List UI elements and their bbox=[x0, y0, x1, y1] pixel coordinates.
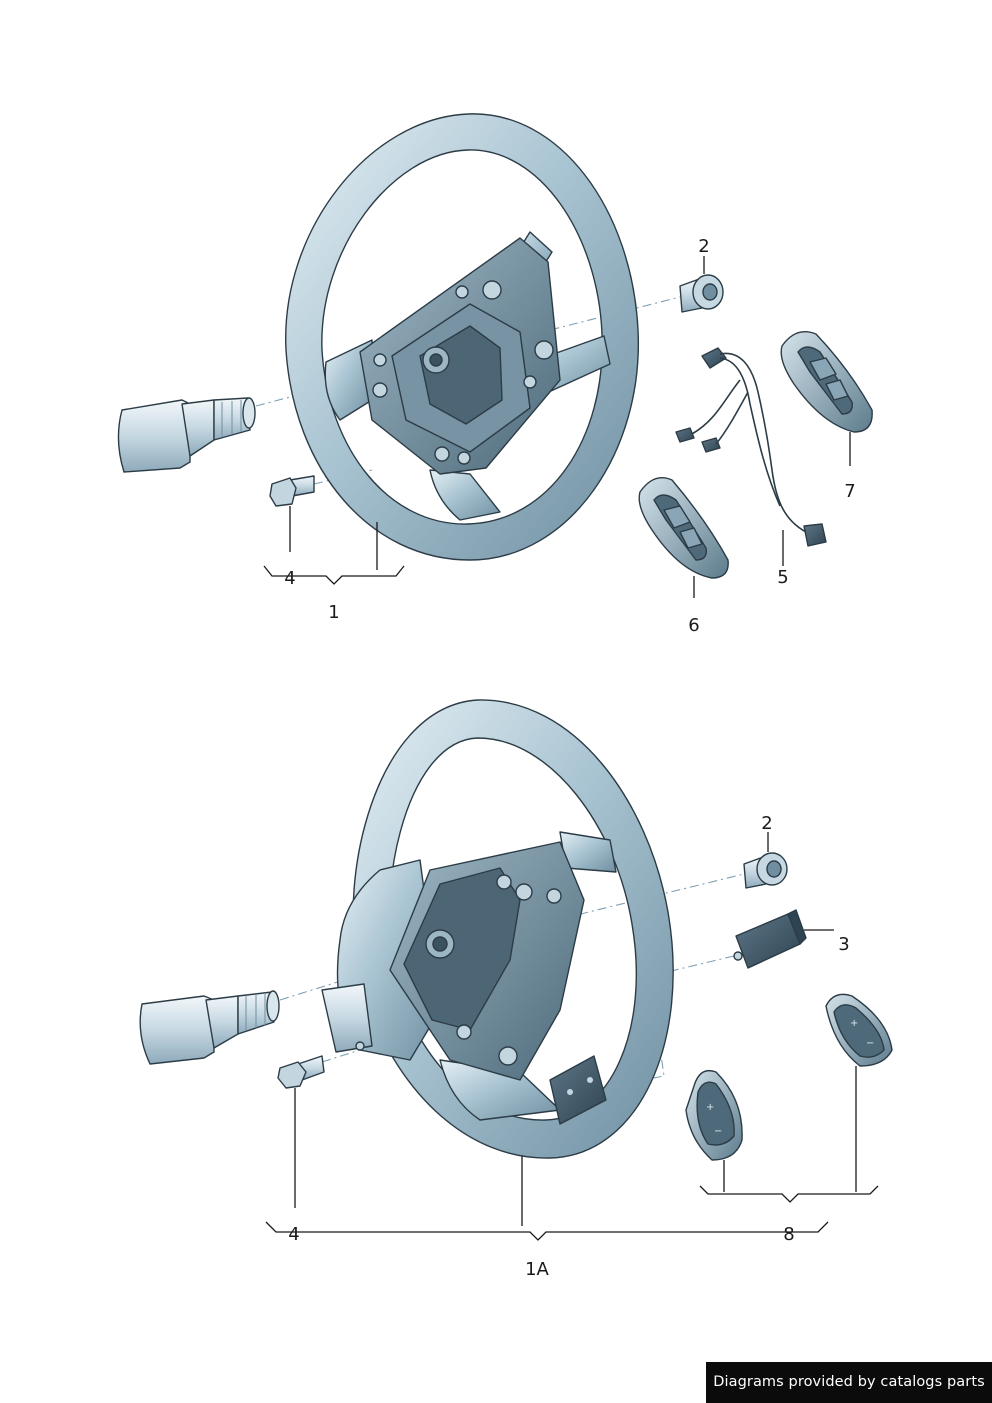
svg-text:+: + bbox=[706, 1102, 714, 1113]
callout-4-bottom: 4 bbox=[288, 1224, 299, 1245]
credit-banner: Diagrams provided by catalogs parts bbox=[706, 1362, 992, 1403]
axis-line-bottom-cap bbox=[449, 873, 745, 947]
bottom-assembly: + − + − 2 3 4 8 1A bbox=[139, 699, 893, 1280]
steering-wheel-top bbox=[285, 113, 639, 561]
wiring-harness bbox=[675, 347, 827, 547]
steering-column-bottom bbox=[139, 990, 280, 1065]
callout-3: 3 bbox=[838, 934, 849, 955]
callout-2-top: 2 bbox=[698, 236, 709, 257]
top-assembly: 2 4 1 5 6 7 bbox=[117, 113, 873, 636]
callout-8: 8 bbox=[783, 1224, 794, 1245]
axis-line-bottom-bolt bbox=[321, 1049, 361, 1063]
bracket-8 bbox=[699, 1185, 879, 1203]
svg-text:−: − bbox=[714, 1126, 722, 1137]
svg-text:+: + bbox=[850, 1018, 858, 1029]
switch-panel-right bbox=[780, 331, 873, 433]
bolt-top bbox=[269, 475, 315, 507]
spline-cap-top bbox=[679, 274, 724, 313]
paddle-switch-right: + − bbox=[825, 993, 893, 1067]
bracket-1A bbox=[265, 1221, 829, 1241]
callout-5: 5 bbox=[777, 567, 788, 588]
spline-cap-bottom bbox=[743, 852, 788, 889]
control-module bbox=[733, 909, 807, 969]
bolt-bottom bbox=[277, 1055, 325, 1089]
callout-4-top: 4 bbox=[284, 568, 295, 589]
callout-7: 7 bbox=[844, 481, 855, 502]
callout-2-bottom: 2 bbox=[761, 813, 772, 834]
bracket-1-top bbox=[263, 565, 405, 585]
svg-text:−: − bbox=[866, 1038, 874, 1049]
steering-wheel-bottom bbox=[321, 699, 674, 1159]
callout-1: 1 bbox=[328, 602, 339, 623]
callout-1A: 1A bbox=[525, 1259, 549, 1280]
paddle-switch-left: + − bbox=[685, 1069, 743, 1161]
switch-panel-left bbox=[638, 477, 729, 579]
steering-column-top bbox=[117, 397, 256, 473]
callout-6: 6 bbox=[688, 615, 699, 636]
